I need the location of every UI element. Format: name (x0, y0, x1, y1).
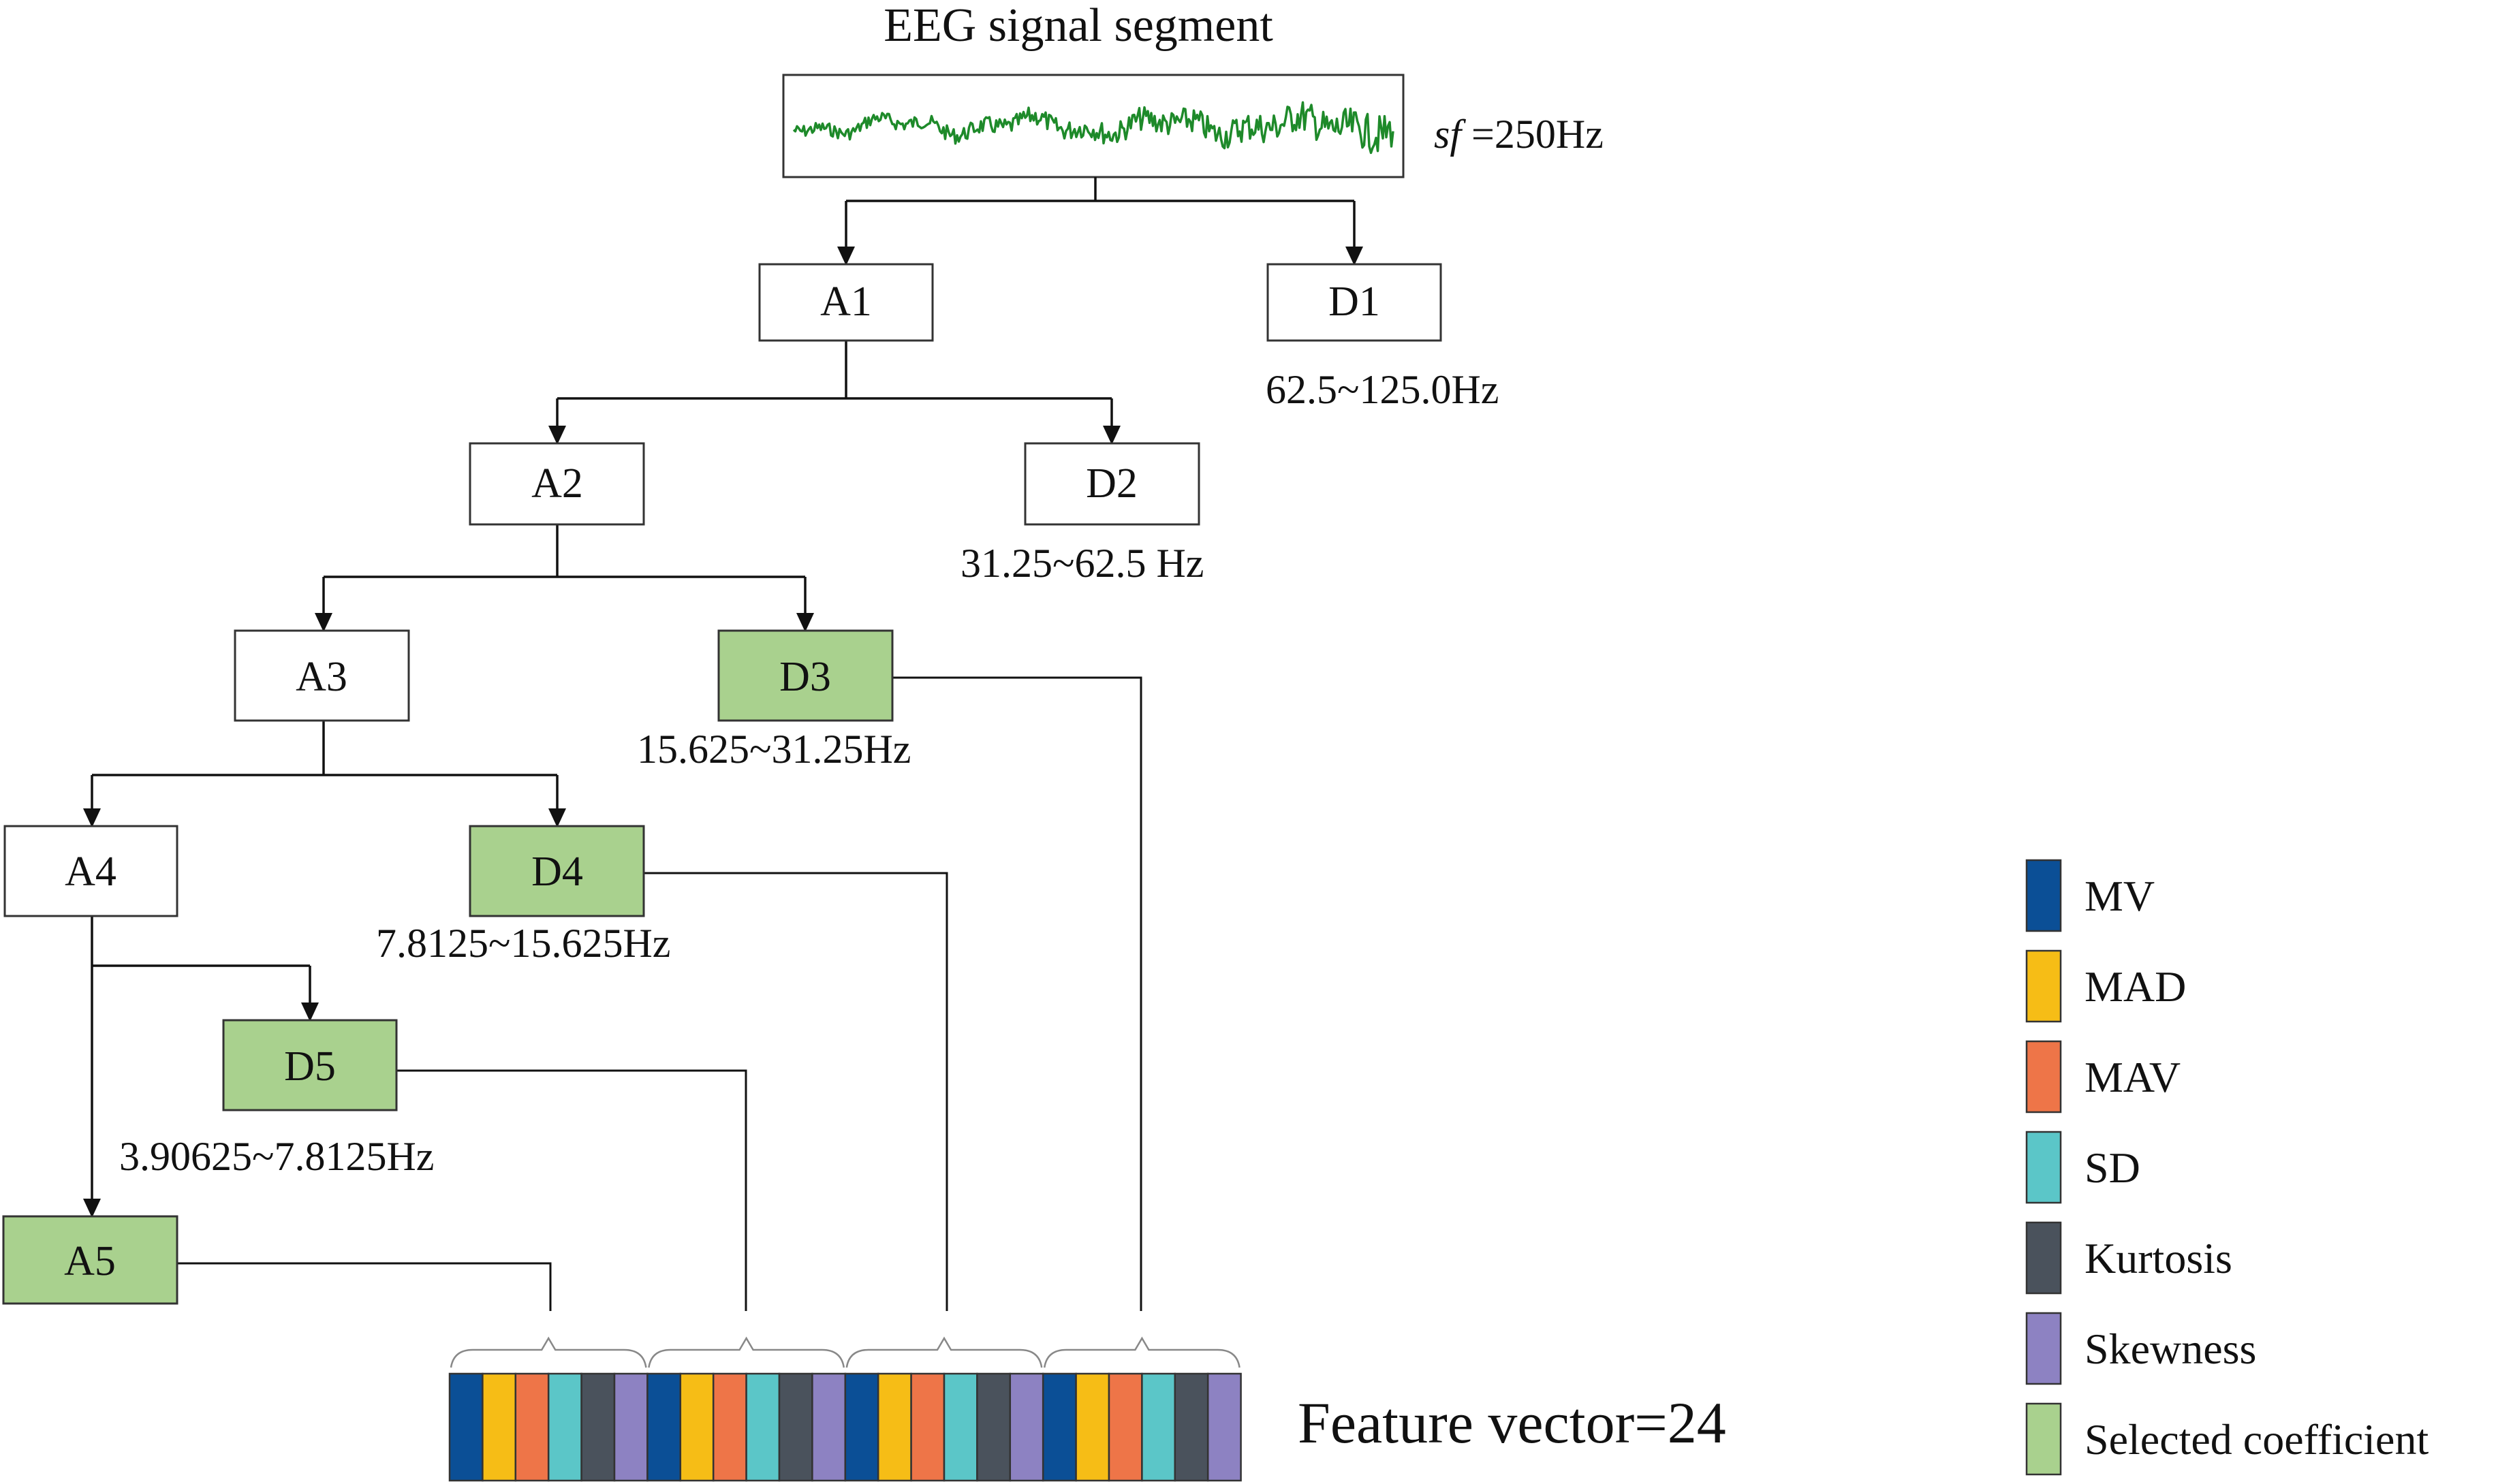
legend-label: Kurtosis (2085, 1234, 2232, 1282)
node-A4-box (3, 825, 178, 917)
node-A2-label: A2 (531, 460, 583, 507)
feature-cell (679, 1372, 715, 1482)
feature-vector-bar (448, 1372, 1242, 1482)
node-A4-label: A4 (65, 849, 116, 895)
feature-links (177, 676, 1142, 1311)
feature-group-brace (1043, 1336, 1240, 1368)
tree-arrowheads (83, 247, 1363, 1218)
feature-cell (1174, 1372, 1209, 1482)
feature-cell (514, 1372, 550, 1482)
node-A3-label: A3 (296, 654, 347, 700)
feature-cell (844, 1372, 879, 1482)
legend-label: Selected coefficient (2085, 1415, 2429, 1464)
legend-label: MAD (2085, 962, 2186, 1011)
feature-cell (745, 1372, 781, 1482)
node-A3: A3 (234, 629, 410, 722)
band-label-D1: 62.5~125.0Hz (1266, 367, 1499, 412)
feature-group-brace (648, 1336, 845, 1368)
band-label-D3: 15.625~31.25Hz (637, 727, 911, 772)
node-A5-box (2, 1215, 178, 1305)
node-A5: A5 (2, 1215, 178, 1305)
sampling-frequency-symbol: sf (1434, 112, 1466, 157)
node-A2-box (469, 442, 645, 526)
node-D3-box (717, 629, 894, 722)
node-D3-label: D3 (779, 654, 831, 700)
feature-cell (482, 1372, 517, 1482)
node-D2: D2 (1024, 442, 1200, 526)
feature-group-brace (845, 1336, 1043, 1368)
node-D3: D3 (717, 629, 894, 722)
eeg-signal-box (782, 74, 1405, 178)
sampling-frequency-label: sf =250Hz (1434, 112, 1604, 157)
band-label-D5: 3.90625~7.8125Hz (119, 1134, 434, 1179)
feature-cell (646, 1372, 682, 1482)
node-D5: D5 (222, 1019, 398, 1111)
band-label-D4: 7.8125~15.625Hz (376, 921, 670, 966)
legend-swatch (2025, 1221, 2062, 1295)
feature-cell (976, 1372, 1012, 1482)
node-A1: A1 (758, 263, 934, 342)
node-D4-box (469, 825, 645, 917)
feature-cell (547, 1372, 582, 1482)
legend-label: MV (2085, 872, 2155, 920)
node-A3-box (234, 629, 410, 722)
feature-group-braces (450, 1336, 1240, 1368)
legend-label: SD (2085, 1143, 2140, 1192)
feature-cell (811, 1372, 847, 1482)
node-D5-label: D5 (284, 1043, 336, 1090)
feature-cell (580, 1372, 616, 1482)
feature-cell (712, 1372, 747, 1482)
node-D4: D4 (469, 825, 645, 917)
diagram-title: EEG signal segment (884, 0, 1273, 52)
feature-cell (1206, 1372, 1242, 1482)
legend-swatch (2025, 859, 2062, 932)
feature-cell (1108, 1372, 1143, 1482)
node-D2-label: D2 (1086, 460, 1138, 507)
feature-cell (778, 1372, 813, 1482)
feature-group-brace (450, 1336, 647, 1368)
feature-cell (1009, 1372, 1044, 1482)
feature-cell (1075, 1372, 1110, 1482)
feature-cell (877, 1372, 912, 1482)
node-D5-box (222, 1019, 398, 1111)
band-label-D2: 31.25~62.5 Hz (961, 541, 1204, 586)
node-D1-label: D1 (1328, 279, 1380, 325)
feature-cell (910, 1372, 946, 1482)
node-A1-label: A1 (820, 279, 872, 325)
legend-swatch (2025, 1131, 2062, 1204)
sampling-frequency-value: =250Hz (1461, 112, 1604, 157)
feature-cell (1042, 1372, 1077, 1482)
legend-swatch (2025, 1402, 2062, 1476)
eeg-waveform-icon (792, 101, 1394, 155)
feature-vector-label: Feature vector=24 (1298, 1390, 1726, 1455)
node-A5-label: A5 (64, 1238, 116, 1284)
feature-cell (943, 1372, 978, 1482)
node-A4: A4 (3, 825, 178, 917)
legend-label: Skewness (2085, 1325, 2256, 1373)
legend-label: MAV (2085, 1053, 2181, 1101)
node-A1-box (758, 263, 934, 342)
node-D1: D1 (1266, 263, 1442, 342)
feature-cell (1141, 1372, 1176, 1482)
feature-cell (448, 1372, 484, 1482)
node-D4-label: D4 (531, 849, 583, 895)
node-A2: A2 (469, 442, 645, 526)
node-D1-box (1266, 263, 1442, 342)
legend-swatch (2025, 1040, 2062, 1114)
node-D2-box (1024, 442, 1200, 526)
legend-swatch (2025, 949, 2062, 1023)
feature-cell (613, 1372, 649, 1482)
tree-connectors (91, 177, 1356, 1199)
legend-swatch (2025, 1312, 2062, 1385)
